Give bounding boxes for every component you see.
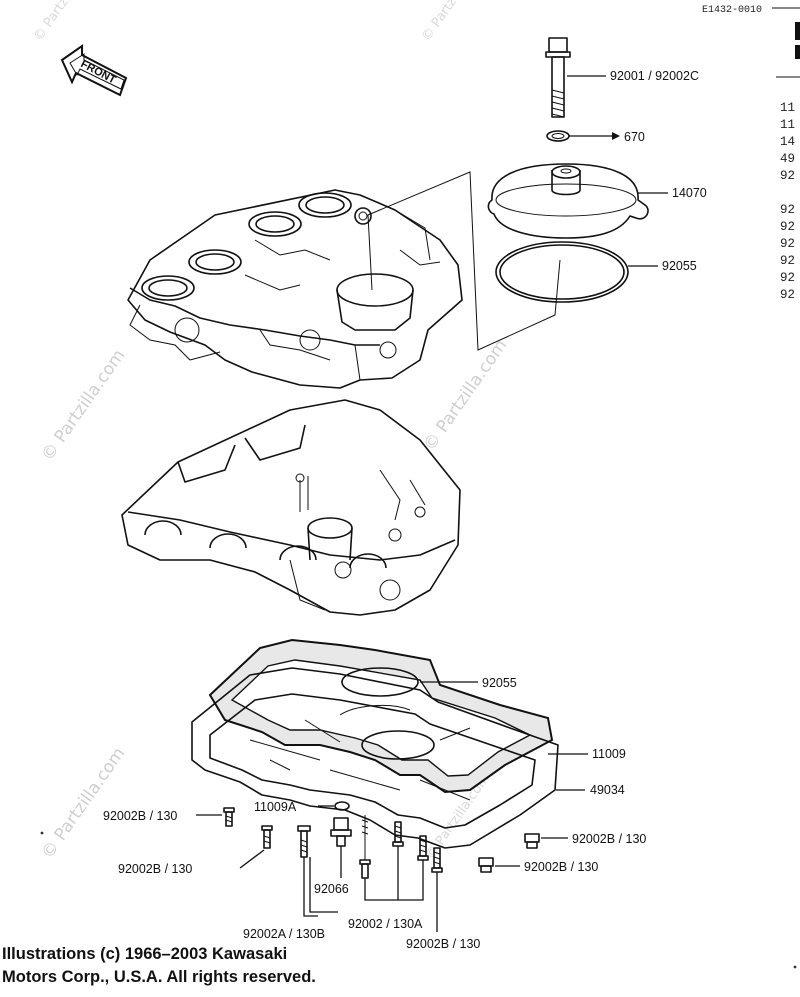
watermark-left: © Partzilla.com [38,346,130,465]
bolt-right-mid [478,857,494,873]
callout-92002B-right-top: 92002B / 130 [572,832,646,846]
callout-670: 670 [624,130,645,144]
washer-11009A [334,801,350,811]
watermark-top-mid: © Partzilla.com [419,0,489,44]
callout-49034: 49034 [590,783,625,797]
leader-92002A-130B [303,857,318,917]
edge-fragment-8: 92 [780,254,795,268]
callout-92002B-right-mid: 92002B / 130 [524,860,598,874]
copyright-line-2: Motors Corp., U.S.A. All rights reserved… [2,968,316,986]
edge-mark-2 [795,45,800,59]
filter-bracket [367,171,561,351]
oil-pan-49034 [191,667,559,849]
callout-14070: 14070 [672,186,707,200]
watermark-lower-left: © Partzilla.com [38,744,130,863]
callout-92055-mid: 92055 [482,676,517,690]
callout-92002B-left-top: 92002B / 130 [103,809,177,823]
callout-92055-top: 92055 [662,259,697,273]
speck [40,831,44,835]
callout-11009A: 11009A [254,800,297,814]
lower-crankcase [121,399,461,616]
copyright-notice: Illustrations (c) 1966–2003 Kawasaki Mot… [2,943,562,989]
edge-fragment-0: 11 [780,101,795,115]
bolt-92002-a [359,815,371,879]
callout-92002B-bottom: 92002B / 130 [406,937,480,951]
pan-bolts [223,807,540,879]
edge-fragment-3: 49 [780,152,795,166]
edge-fragment-2: 14 [780,135,795,149]
watermark-mid: © Partzilla.com [420,336,512,455]
filter-cover [487,163,649,239]
leader-92002B-left-mid [239,849,265,869]
callout-92002-130A: 92002 / 130A [348,917,423,931]
callout-92002B-left-mid: 92002B / 130 [118,862,192,876]
speck-2 [793,965,797,969]
watermark-top-left: © Partzilla.com [31,0,101,44]
diagram-code: E1432-0010 [702,5,762,16]
bolt-left-mid [261,825,273,849]
leader-92002-130A [364,860,424,901]
edge-mark-1 [795,22,800,40]
front-arrow-icon: FRONT [60,44,128,97]
bolt-right-top [524,833,540,849]
edge-fragment-6: 92 [780,220,795,234]
o-ring-92055-top [495,241,629,303]
filter-bolt [545,37,571,118]
callout-92066: 92066 [314,882,349,896]
callout-92001: 92001 / 92002C [610,69,699,83]
edge-fragment-4: 92 [780,169,795,183]
o-ring-670 [546,130,570,142]
edge-fragment-1: 11 [780,118,795,132]
edge-fragment-7: 92 [780,237,795,251]
edge-fragment-9: 92 [780,271,795,285]
upper-crankcase [127,189,463,389]
edge-fragment-5: 92 [780,203,795,217]
copyright-line-1: Illustrations (c) 1966–2003 Kawasaki [2,945,288,963]
bolt-left-top [223,807,235,827]
leader-arrow-670 [612,132,620,140]
drain-plug-92066 [330,817,352,847]
edge-fragment-10: 92 [780,288,795,302]
edge-parts-list: 11 11 14 49 92 92 92 92 92 92 92 [776,22,800,302]
callout-92002A-130B: 92002A / 130B [243,927,325,941]
bolt-92002A [297,825,311,858]
gasket-11009 [208,638,554,794]
callout-11009: 11009 [592,747,626,761]
leader-92002A-130B-b [309,857,338,913]
bolt-92002-b [392,821,404,847]
